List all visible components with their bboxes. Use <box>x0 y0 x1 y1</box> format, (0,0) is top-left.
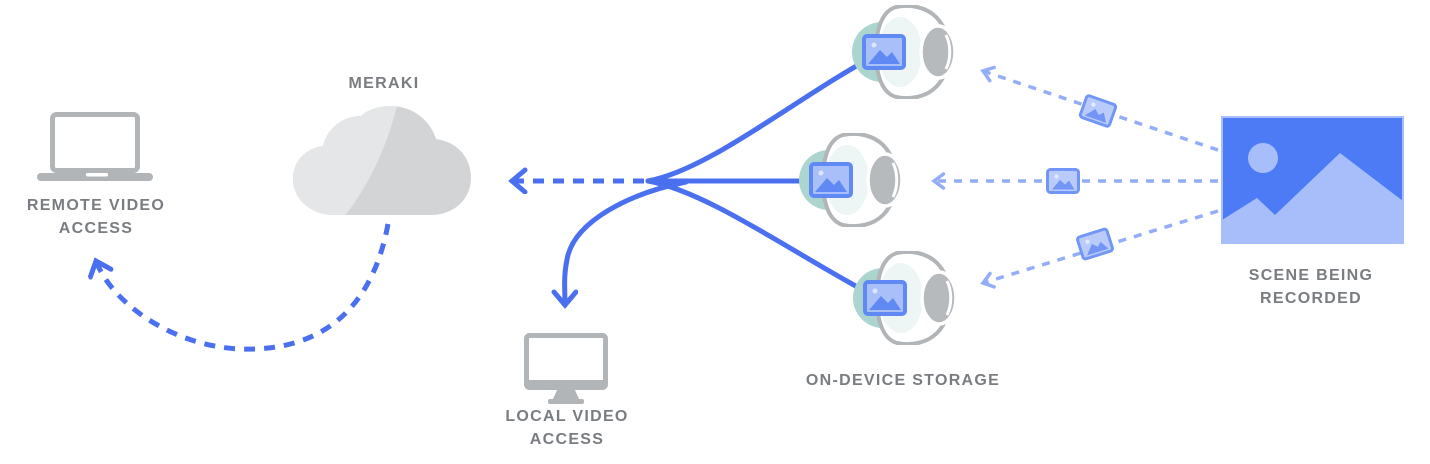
label-scene-being-recorded: SCENE BEING RECORDED <box>1248 267 1374 307</box>
security-camera-icon-1 <box>852 3 962 101</box>
scene-image-icon <box>1221 116 1404 244</box>
video-frame-icon-3 <box>1075 226 1115 261</box>
line-camera-3-to-merge <box>645 178 881 301</box>
label-remote-video-access: REMOTE VIDEO ACCESS <box>26 197 166 237</box>
label-meraki: MERAKI <box>348 75 420 92</box>
arrow-merge-to-local-access <box>565 179 689 305</box>
laptop-icon <box>36 112 154 182</box>
cloud-icon <box>287 106 477 218</box>
label-local-video-access: LOCAL VIDEO ACCESS <box>505 408 629 448</box>
monitor-icon <box>524 333 608 405</box>
dashed-arrow-cloud-to-remote-access <box>96 223 391 352</box>
security-camera-icon-2 <box>799 131 909 229</box>
security-camera-icon-3 <box>853 249 963 347</box>
video-frame-icon-2 <box>1046 168 1080 194</box>
line-camera-1-to-merge <box>645 51 881 184</box>
video-frame-icon-1 <box>1078 93 1119 129</box>
label-on-device-storage: ON-DEVICE STORAGE <box>805 372 1001 389</box>
